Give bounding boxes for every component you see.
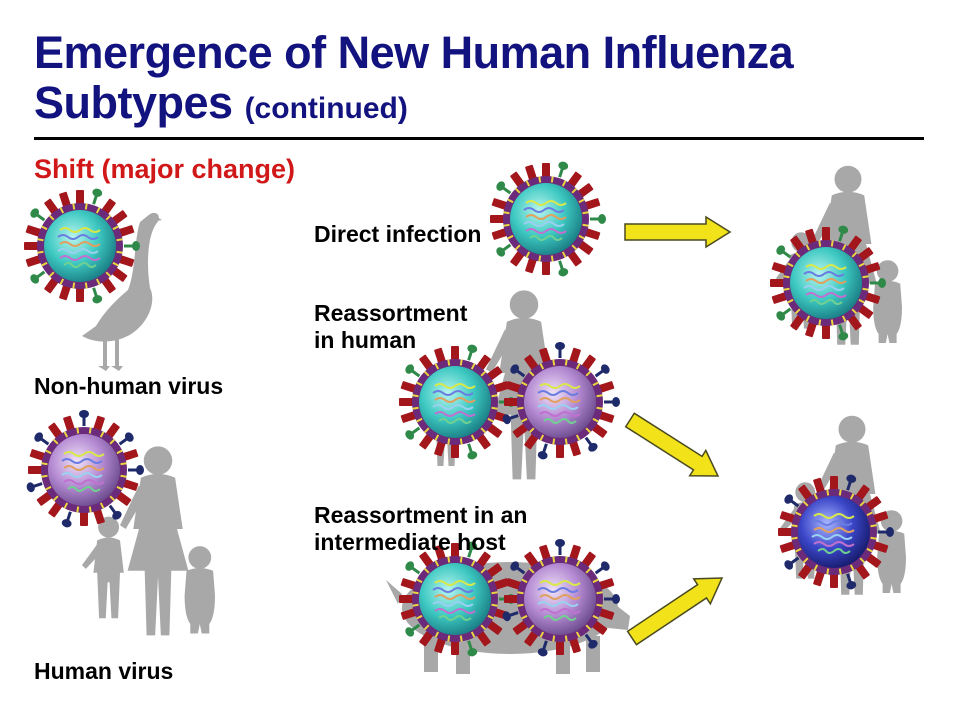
title-suffix: (continued) (244, 92, 408, 125)
reassortment-intermediate-line-2: intermediate host (314, 529, 506, 555)
slide-title: Emergence of New Human Influenza Subtype… (34, 27, 794, 134)
non-human-virus-icon (24, 188, 140, 304)
infected-human-virus-icon (770, 225, 886, 341)
reassortment-host-arrow-icon (626, 577, 724, 646)
human-virus-label: Human virus (34, 658, 174, 684)
title-line-1: Emergence of New Human Influenza (34, 27, 794, 78)
reassortment-in-human-label: Reassortment in human (314, 300, 467, 354)
reassortment-human-nonhuman-virus-icon (399, 344, 515, 460)
reassortment-intermediate-line-1: Reassortment in an (314, 502, 528, 528)
reassortment-in-human-line-2: in human (314, 327, 417, 353)
reassortment-human-human-virus-icon (502, 342, 620, 460)
reassortment-host-nonhuman-virus-icon (399, 541, 515, 657)
direct-infection-arrow-icon (624, 215, 732, 249)
reassortment-intermediate-host-label: Reassortment in an intermediate host (314, 502, 527, 556)
title-divider (34, 137, 924, 140)
non-human-virus-label: Non-human virus (34, 373, 224, 399)
human-virus-icon (26, 410, 144, 528)
reassortment-in-human-line-1: Reassortment (314, 300, 468, 326)
title-line-2: Subtypes (34, 77, 233, 128)
new-subtype-virus-icon (778, 474, 894, 590)
reassortment-human-arrow-icon (624, 412, 720, 477)
direct-infection-label: Direct infection (314, 221, 482, 247)
section-subtitle: Shift (major change) (34, 154, 296, 184)
direct-infection-virus-icon (490, 161, 606, 277)
reassortment-host-human-virus-icon (502, 539, 620, 657)
